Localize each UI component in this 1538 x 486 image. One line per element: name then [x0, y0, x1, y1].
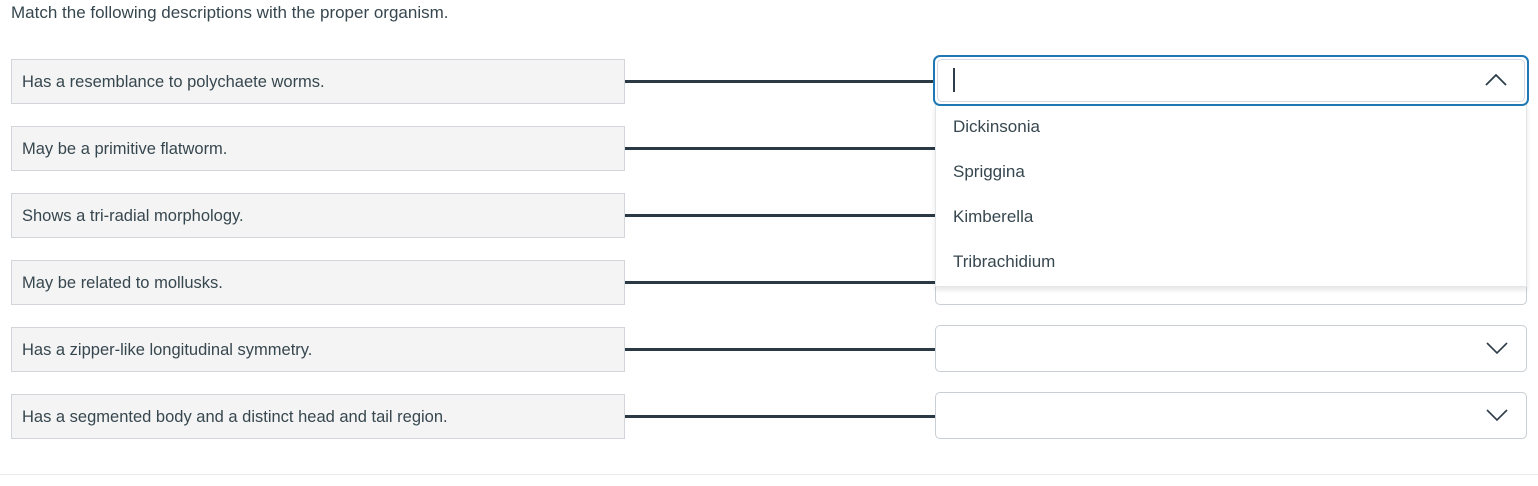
connector-line — [625, 147, 935, 150]
answer-combobox-6[interactable] — [935, 392, 1527, 439]
text-cursor — [953, 68, 955, 92]
description-text: Has a resemblance to polychaete worms. — [22, 72, 325, 91]
chevron-up-icon[interactable] — [1485, 57, 1507, 104]
question-prompt: Match the following descriptions with th… — [11, 3, 449, 22]
connector-line — [625, 415, 935, 418]
description-box: Has a resemblance to polychaete worms. — [11, 59, 625, 104]
bottom-divider — [0, 474, 1538, 475]
description-text: Has a segmented body and a distinct head… — [22, 407, 448, 426]
dropdown-option[interactable]: Kimberella — [953, 206, 1034, 226]
connector-line — [625, 281, 935, 284]
dropdown-options-list[interactable]: Dickinsonia Spriggina Kimberella Tribrac… — [935, 104, 1527, 287]
dropdown-option[interactable]: Dickinsonia — [953, 116, 1040, 136]
chevron-down-icon[interactable] — [1486, 326, 1508, 371]
description-text: Has a zipper-like longitudinal symmetry. — [22, 340, 313, 359]
description-text: May be related to mollusks. — [22, 273, 223, 292]
connector-line — [625, 348, 935, 351]
answer-combobox-1[interactable] — [933, 55, 1529, 106]
dropdown-option[interactable]: Tribrachidium — [953, 251, 1056, 271]
chevron-down-icon[interactable] — [1486, 393, 1508, 438]
description-box: Has a zipper-like longitudinal symmetry. — [11, 327, 625, 372]
description-box: Shows a tri-radial morphology. — [11, 193, 625, 238]
description-box: May be related to mollusks. — [11, 260, 625, 305]
description-text: Shows a tri-radial morphology. — [22, 206, 244, 225]
description-box: May be a primitive flatworm. — [11, 126, 625, 171]
connector-line — [625, 214, 935, 217]
answer-combobox-5[interactable] — [935, 325, 1527, 372]
connector-line — [625, 80, 935, 83]
description-box: Has a segmented body and a distinct head… — [11, 394, 625, 439]
dropdown-option[interactable]: Spriggina — [953, 161, 1025, 181]
description-text: May be a primitive flatworm. — [22, 139, 228, 158]
combobox-inner-field — [937, 59, 1525, 102]
